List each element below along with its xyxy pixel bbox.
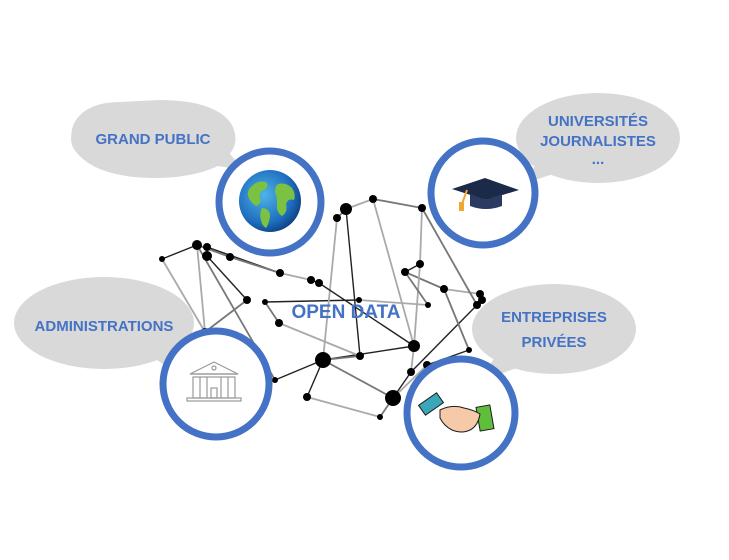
network-edge — [322, 217, 338, 361]
network-edge — [306, 396, 381, 418]
network-node — [356, 352, 364, 360]
network-node — [340, 203, 352, 215]
network-edge — [204, 299, 248, 333]
network-edge — [264, 301, 280, 324]
bubble-label-universites-2: JOURNALISTES — [540, 133, 656, 150]
bubble-label-administrations: ADMINISTRATIONS — [35, 318, 174, 335]
network-node — [425, 302, 431, 308]
network-node — [315, 352, 331, 368]
network-node — [478, 296, 486, 304]
network-node — [303, 393, 311, 401]
center-label: OPEN DATA — [291, 302, 400, 323]
network-node — [203, 243, 211, 251]
network-edge — [345, 208, 361, 357]
network-node — [315, 279, 323, 287]
network-node — [262, 299, 268, 305]
network-node — [385, 390, 401, 406]
network-edge — [229, 256, 281, 274]
network-node — [440, 285, 448, 293]
stakeholder-circle-entreprises — [403, 355, 519, 471]
network-edge — [322, 359, 394, 399]
network-edge — [196, 244, 206, 333]
network-node — [377, 414, 383, 420]
network-edge — [443, 288, 470, 351]
network-edge — [161, 244, 198, 260]
network-node — [276, 269, 284, 277]
speech-bubble-grand-public: GRAND PUBLIC — [71, 100, 245, 178]
network-node — [416, 260, 424, 268]
network-node — [333, 214, 341, 222]
network-node — [407, 368, 415, 376]
bubble-label-universites-1: UNIVERSITÉS — [548, 113, 648, 130]
speech-bubble-universites: UNIVERSITÉS JOURNALISTES ... — [516, 93, 680, 185]
graduation-cap-icon — [452, 178, 519, 211]
network-node — [401, 268, 409, 276]
bubble-label-entreprises-1: ENTREPRISES — [501, 309, 607, 326]
network-node — [159, 256, 165, 262]
network-edge — [421, 207, 478, 306]
network-edge — [274, 359, 324, 381]
speech-bubble-administrations: ADMINISTRATIONS — [14, 277, 194, 382]
government-building-icon — [186, 361, 242, 402]
network-edge — [404, 271, 429, 306]
network-edge — [278, 322, 361, 357]
network-node — [192, 240, 202, 250]
network-edge — [372, 198, 423, 209]
bubble-label-entreprises-2: PRIVÉES — [521, 334, 586, 351]
network-node — [473, 301, 481, 309]
network-node — [272, 377, 278, 383]
bubble-label-grand-public: GRAND PUBLIC — [96, 131, 211, 148]
network-node — [275, 319, 283, 327]
network-node — [226, 253, 234, 261]
network-edge — [372, 198, 415, 347]
globe-icon — [239, 170, 301, 232]
network-edge — [410, 304, 478, 373]
handshake-icon — [417, 392, 495, 433]
stakeholder-circle-administrations — [159, 327, 273, 441]
network-edge — [318, 282, 415, 347]
network-node — [202, 251, 212, 261]
network-node — [307, 276, 315, 284]
bubble-label-universites-3: ... — [592, 151, 605, 168]
stakeholder-circle-universites — [427, 137, 539, 249]
network-node — [356, 297, 362, 303]
network-edge — [443, 288, 481, 295]
network-edge — [264, 299, 360, 303]
network-node — [243, 296, 251, 304]
network-edge — [196, 244, 231, 258]
network-edge — [358, 299, 429, 306]
network-node — [466, 347, 472, 353]
network-edge — [419, 207, 423, 265]
network-edge — [404, 271, 445, 290]
network-edge — [161, 258, 206, 333]
stakeholder-circle-grand-public — [215, 147, 325, 257]
network-edge — [206, 255, 248, 301]
speech-bubble-entreprises: ENTREPRISES PRIVÉES — [472, 284, 636, 382]
network-node — [408, 340, 420, 352]
network-node — [369, 195, 377, 203]
network-node — [418, 204, 426, 212]
network-edge — [279, 272, 312, 281]
